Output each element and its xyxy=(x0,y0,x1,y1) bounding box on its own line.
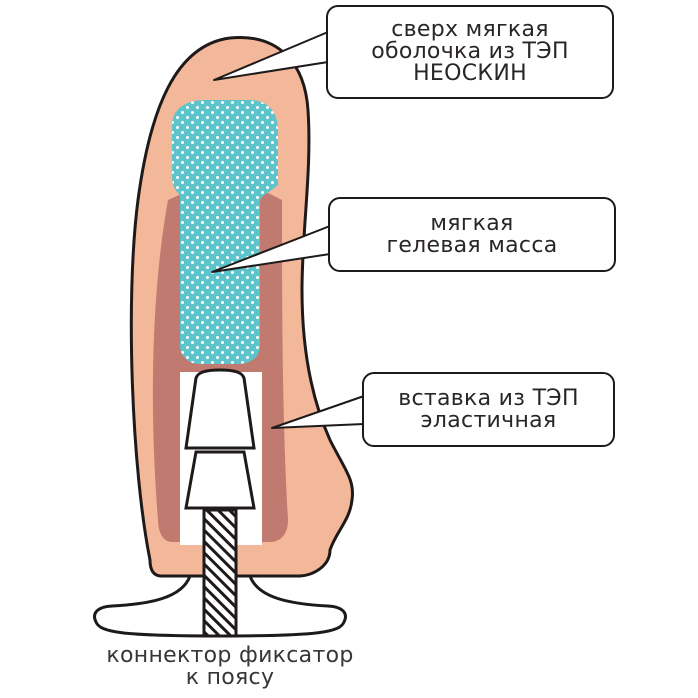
callout-line: эластичная xyxy=(420,407,557,433)
callout-line: оболочка из ТЭП xyxy=(371,39,569,64)
callout-gel-mass: мягкая гелевая масса xyxy=(328,197,616,272)
connector-barb xyxy=(184,450,256,510)
caption-line: коннектор фиксатор xyxy=(106,643,354,668)
callout-line: гелевая масса xyxy=(386,232,558,258)
callout-line: вставка из ТЭП xyxy=(398,385,579,411)
connector-cap xyxy=(184,368,256,450)
callout-outer-shell: сверх мягкая оболочка из ТЭП НЕОСКИН xyxy=(326,5,614,99)
callout-elastic-insert: вставка из ТЭП эластичная xyxy=(362,372,615,447)
threaded-rod xyxy=(202,508,238,638)
callout-line: мягкая xyxy=(430,210,514,236)
callout-line: НЕОСКИН xyxy=(413,61,527,86)
connector-caption: коннектор фиксатор к поясу xyxy=(50,645,410,689)
caption-line: к поясу xyxy=(185,665,275,690)
callout-line: сверх мягкая xyxy=(391,17,549,42)
